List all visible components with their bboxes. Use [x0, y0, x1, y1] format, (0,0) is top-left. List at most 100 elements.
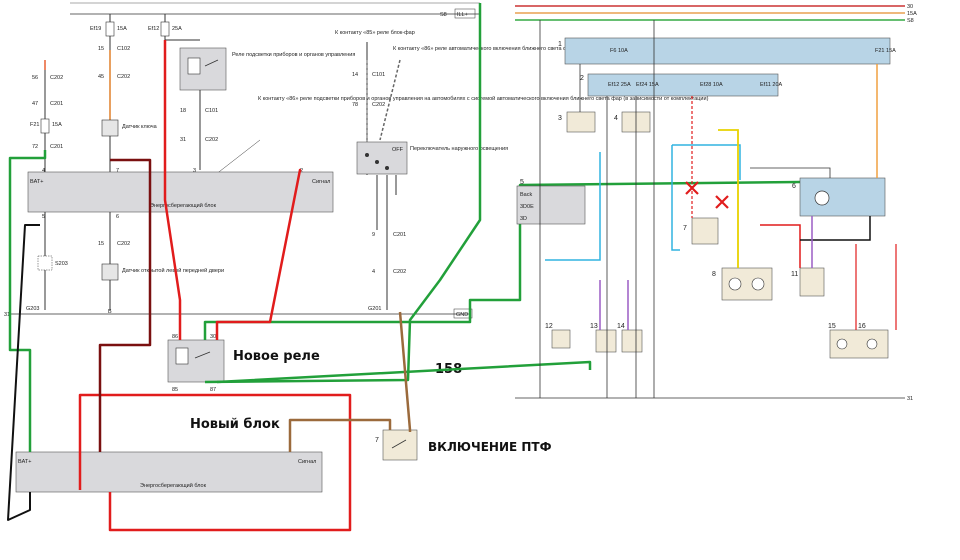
block-bottom-bat: BAT+ [18, 459, 32, 465]
lamp-block-15-16 [829, 329, 889, 359]
new-relay-pin-85: 85 [172, 387, 178, 393]
ill-box [454, 8, 476, 19]
switch-off-label: OFF [392, 147, 404, 153]
conn-56: 56 [32, 75, 38, 81]
energy-block-bottom [15, 451, 323, 493]
switch-7 [691, 217, 719, 245]
rail-label-s8: S8 [440, 12, 447, 18]
lamp-13 [595, 329, 617, 353]
conn-31: 31 [180, 137, 186, 143]
ground-g203: G203 [26, 306, 39, 312]
fuse-f21 [40, 118, 50, 134]
fuse-ef19 [105, 21, 115, 37]
fuse-ef11: Ef11 20A [760, 82, 783, 88]
conn-15: 15 [98, 46, 104, 52]
fuse-f21-right: F21 15A [875, 48, 896, 54]
wire-darkred [98, 158, 152, 452]
rail-label-gnd: GND [456, 312, 468, 318]
block-top-label: Энергосберегающий блок [150, 202, 217, 209]
block-top-signal: Сигнал [312, 179, 330, 185]
conn-14: 14 [352, 72, 358, 78]
relay-top-contact [204, 59, 219, 67]
wire-green-ill [204, 3, 482, 384]
lamp-16 [866, 338, 878, 350]
rail-label-s8b: S8 [907, 18, 914, 24]
contact-86-left-label: К контакту «86» реле подсветки приборов … [258, 95, 709, 102]
relay-top [179, 47, 227, 91]
block-5-number: 5 [520, 179, 524, 186]
fuse-ef12-name: Ef12 [148, 26, 159, 32]
added-wiring [7, 3, 801, 532]
lamp-15-number: 15 [828, 323, 836, 330]
block-5-row-1: Back [520, 192, 532, 198]
new-relay-pin-86: 86 [172, 334, 178, 340]
conn-c102: C102 [117, 46, 130, 52]
ptf-number: 7 [375, 437, 379, 444]
conn-9: 9 [372, 232, 375, 238]
block-bottom-label: Энергосберегающий блок [140, 482, 207, 489]
conn-c201-a: C201 [50, 101, 63, 107]
pin-2: 2 [300, 168, 303, 174]
ground-g201: G201 [368, 306, 381, 312]
lamp-14 [621, 329, 643, 353]
conn-18: 18 [180, 108, 186, 114]
wire-brown-ptf [398, 311, 412, 432]
cut-mark-2 [715, 195, 729, 209]
relay-top-coil [187, 57, 201, 75]
lamp-14-number: 14 [617, 323, 625, 330]
fusebox-2-number: 2 [580, 75, 584, 82]
lamp-block-8-number: 8 [712, 271, 716, 278]
conn-c202-e: C202 [393, 269, 406, 275]
right-schematic: 30 15A S8 1 F6 10A F21 15A 2 Ef12 25A Ef… [515, 4, 917, 402]
lamp-15 [836, 338, 848, 350]
conn-47: 47 [32, 101, 38, 107]
wire-green-left [8, 150, 47, 452]
module-6 [799, 177, 886, 217]
conn-72: 72 [32, 144, 38, 150]
wire-green-right [203, 180, 801, 340]
module-6-coil [814, 190, 830, 206]
fuse-ef28: Ef28 10A [700, 82, 723, 88]
relay-4-number: 4 [614, 115, 618, 122]
pin-7: 7 [116, 168, 119, 174]
switch-11-number: 11 [791, 271, 798, 278]
switch-contact-2 [375, 160, 379, 164]
switch-contact-3 [385, 166, 389, 170]
conn-c202-c: C202 [205, 137, 218, 143]
fuse-ef12-rating: 25A [172, 26, 182, 32]
fuse-box-1 [564, 37, 891, 65]
rail-label-31: 31 [4, 312, 10, 318]
switch-contact-1 [365, 153, 369, 157]
conn-c101: C101 [205, 108, 218, 114]
conn-c201-b: C201 [50, 144, 63, 150]
conn-4: 4 [372, 269, 375, 275]
new-relay-pin-30: 30 [210, 334, 216, 340]
wire-brown-signal [288, 418, 392, 452]
relay-3 [566, 111, 596, 133]
new-relay-coil [175, 347, 189, 365]
fuse-ef24: Ef24 15A [636, 82, 659, 88]
conn-c201-c: C201 [393, 232, 406, 238]
fuse-ef19-name: Ef19 [90, 26, 101, 32]
splice-s203-label: S203 [55, 261, 68, 267]
block-bottom-signal: Сигнал [298, 459, 316, 465]
switch-7-number: 7 [683, 225, 687, 232]
fuse-f21-name: F21 [30, 122, 39, 128]
conn-c202-b: C202 [117, 74, 130, 80]
cut-mark-1 [685, 181, 699, 195]
wire-red-relay-signal [215, 168, 302, 340]
wire-green-158 [216, 360, 592, 384]
relay-3-number: 3 [558, 115, 562, 122]
lamp-16-number: 16 [858, 323, 866, 330]
contact-85-label: К контакту «85» реле блок-фар [335, 30, 415, 36]
new-relay-contact [194, 351, 211, 359]
rail-label-30: 30 [907, 4, 913, 10]
door-sensor-label: Датчик открытой левой передней двери [122, 267, 224, 274]
switch-label: Переключатель наружного освещения [410, 146, 508, 152]
wire-red-loop [78, 393, 352, 532]
gnd-box [453, 308, 473, 319]
wire-black-right [800, 216, 871, 241]
conn-c202-d: C202 [372, 102, 385, 108]
component-12 [551, 329, 571, 349]
